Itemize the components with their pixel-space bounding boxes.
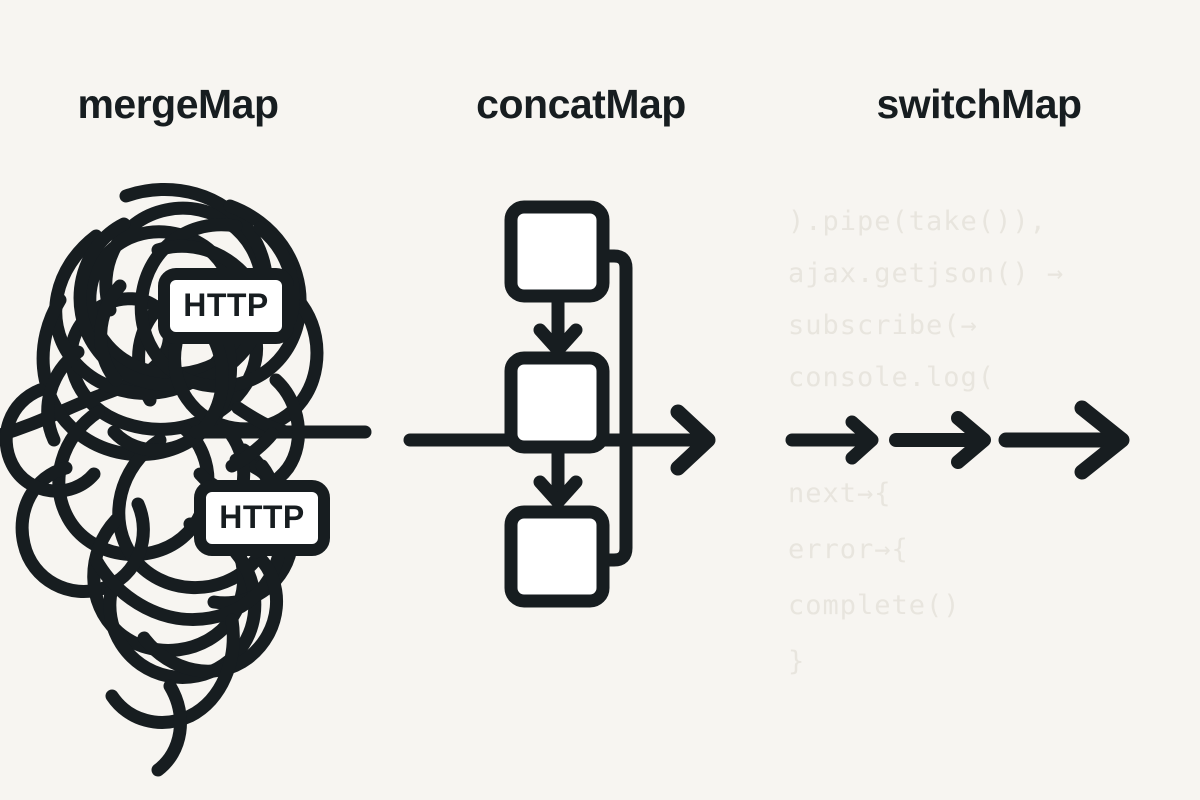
panel-switchmap: switchMap ).pipe(take()), ajax.getjson()… — [780, 0, 1200, 800]
increasing-arrows-icon — [785, 400, 1130, 480]
arrowhead-right-output — [670, 404, 716, 476]
arrowhead-down-1 — [533, 323, 583, 357]
concat-box-1 — [504, 200, 610, 303]
panel-concatmap: concatMap — [400, 0, 780, 800]
http-chip-1: HTTP — [158, 268, 294, 344]
mergemap-artwork: HTTP HTTP — [0, 0, 400, 800]
switch-arrow-2 — [889, 411, 991, 469]
concat-box-3 — [504, 505, 610, 608]
switch-arrow-3 — [998, 400, 1130, 480]
panel-title-mergemap: mergeMap — [77, 81, 279, 127]
switch-arrow-1 — [785, 415, 879, 465]
panel-title-concatmap: concatMap — [476, 81, 686, 127]
sequential-flow-icon — [403, 200, 716, 608]
panel-title-switchmap: switchMap — [876, 81, 1082, 127]
arrowhead-down-2 — [533, 475, 583, 509]
tangled-scribble-icon: HTTP HTTP — [0, 183, 372, 777]
feedback-loop — [597, 249, 633, 567]
switchmap-artwork — [780, 0, 1200, 800]
concatmap-artwork — [400, 0, 780, 800]
panel-mergemap: mergeMap — [0, 0, 400, 800]
http-chip-2-label: HTTP — [219, 499, 305, 535]
http-chip-2: HTTP — [194, 480, 330, 556]
concat-box-2 — [504, 351, 610, 454]
http-chip-1-label: HTTP — [183, 287, 269, 323]
